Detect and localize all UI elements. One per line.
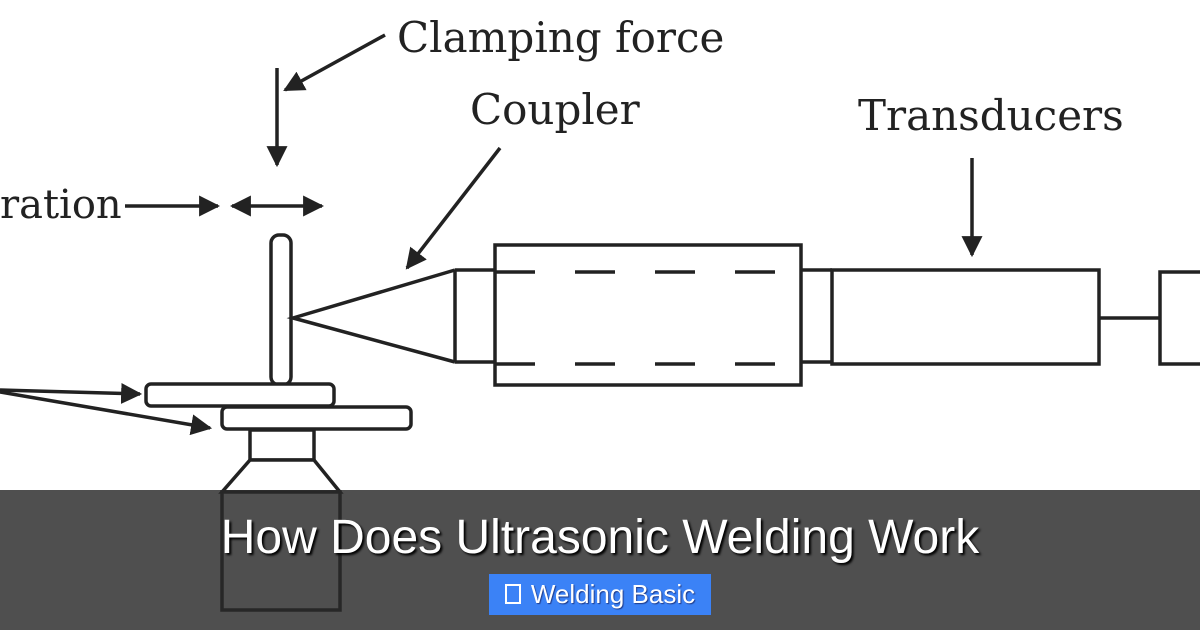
label-coupler: Coupler xyxy=(470,85,641,134)
generator-box xyxy=(1158,270,1200,366)
transducer-body xyxy=(830,268,1101,366)
workpiece-top xyxy=(144,382,336,408)
title-overlay: How Does Ultrasonic Welding Work Welding… xyxy=(0,490,1200,630)
folder-icon xyxy=(504,584,521,604)
label-transducers: Transducers xyxy=(858,91,1124,140)
label-vibration: ration xyxy=(0,182,122,228)
category-badge[interactable]: Welding Basic xyxy=(488,574,712,615)
page-title: How Does Ultrasonic Welding Work xyxy=(220,511,980,564)
coupler-arrow xyxy=(405,146,502,270)
label-clamping-force: Clamping force xyxy=(397,13,724,62)
horn-tip xyxy=(269,233,293,387)
booster xyxy=(455,243,832,387)
category-label: Welding Basic xyxy=(530,579,696,609)
workpiece-bottom xyxy=(220,405,413,431)
coupler-cone xyxy=(286,268,456,364)
workpiece-arrows xyxy=(0,382,213,436)
clamping-force-arrows xyxy=(266,33,386,168)
